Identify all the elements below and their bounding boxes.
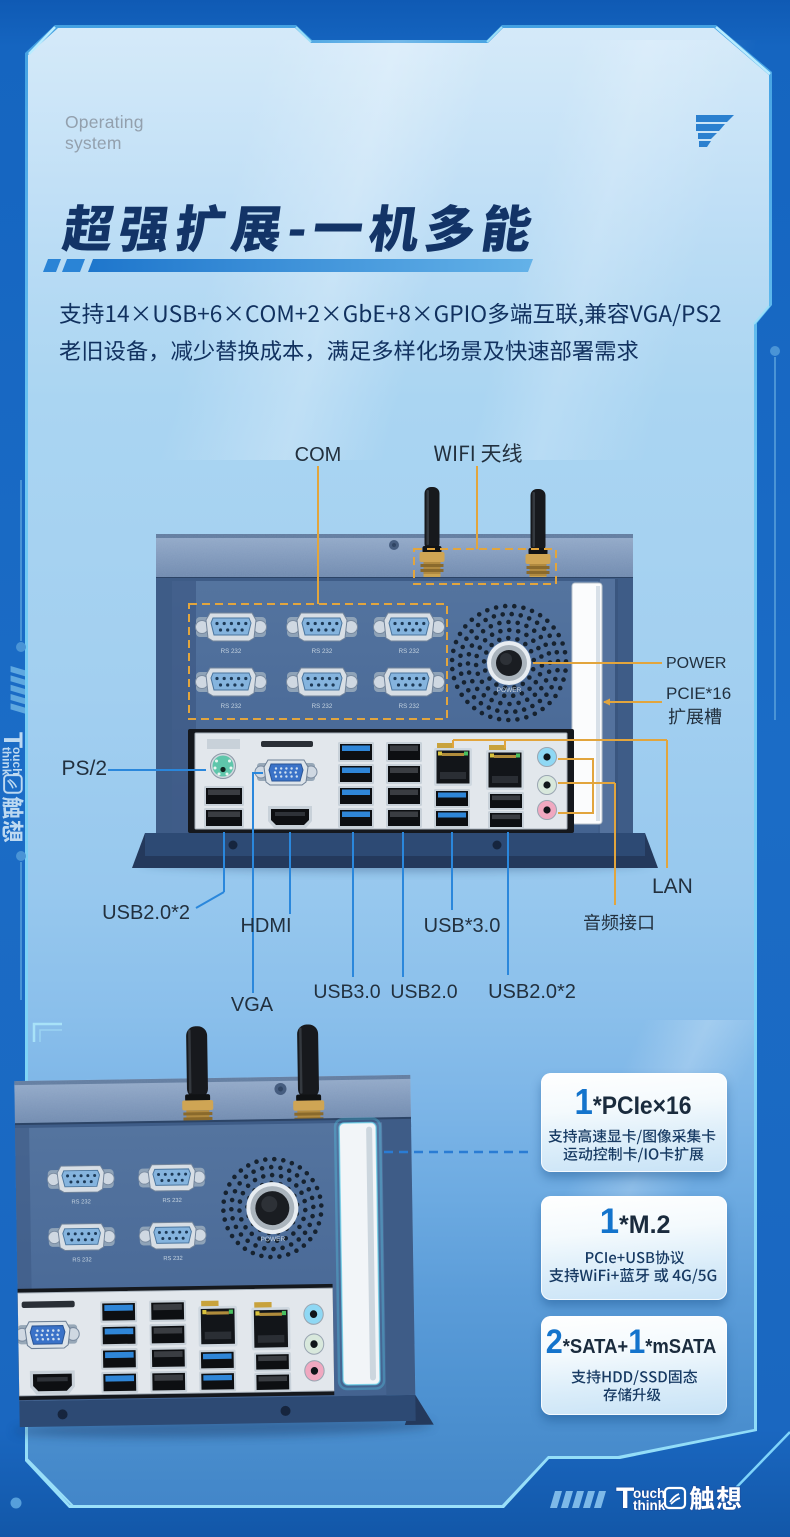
svg-text:RS 232: RS 232 <box>163 1256 182 1262</box>
svg-text:RS 232: RS 232 <box>221 648 242 655</box>
svg-text:RS 232: RS 232 <box>221 703 242 710</box>
svg-text:ouch: ouch <box>10 747 24 775</box>
svg-text:RS 232: RS 232 <box>312 703 333 710</box>
svg-text:RS 232: RS 232 <box>71 1199 90 1205</box>
svg-text:T: T <box>0 732 28 748</box>
svg-text:think: think <box>0 747 13 776</box>
svg-text:POWER: POWER <box>261 1236 286 1243</box>
svg-text:think: think <box>633 1498 666 1513</box>
svg-text:RS 232: RS 232 <box>399 703 420 710</box>
svg-text:RS 232: RS 232 <box>312 648 333 655</box>
svg-text:POWER: POWER <box>497 687 522 694</box>
svg-text:RS 232: RS 232 <box>399 648 420 655</box>
svg-text:RS 232: RS 232 <box>72 1257 91 1263</box>
svg-text:RS 232: RS 232 <box>162 1198 181 1204</box>
svg-text:T: T <box>616 1482 634 1515</box>
svg-text:ouch: ouch <box>633 1486 665 1501</box>
